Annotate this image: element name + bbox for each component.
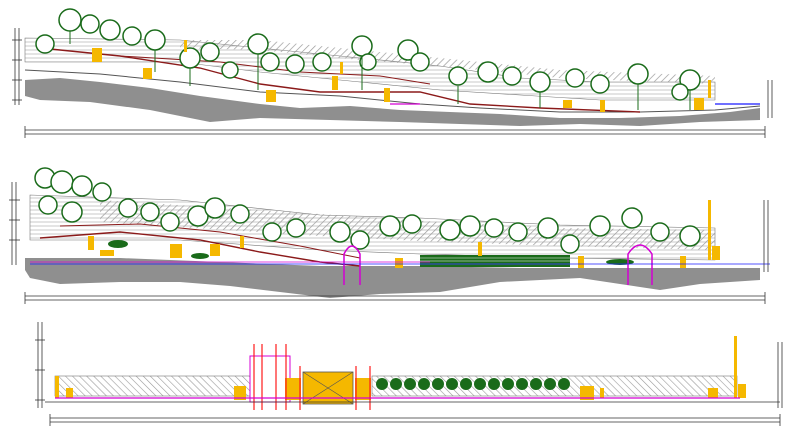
fence-panel-left <box>54 375 251 397</box>
tree-row-1 <box>35 8 701 101</box>
vertical-dimension-left-2 <box>9 182 20 265</box>
walkway-line-2b <box>59 223 361 259</box>
arch-1 <box>343 245 361 285</box>
vertical-dimension-right <box>767 80 773 118</box>
hedge-row <box>376 378 570 390</box>
gate-structure <box>249 355 371 405</box>
elevation-panel-2 <box>9 167 770 304</box>
ground-profile <box>25 78 760 126</box>
walkway-line <box>39 47 641 113</box>
ground-profile-2 <box>25 258 760 298</box>
horizontal-dimension-1 <box>24 126 766 138</box>
elevation-panel-3 <box>35 322 783 426</box>
people-figures-2 <box>88 200 720 268</box>
shrubs-2 <box>108 240 634 265</box>
vertical-dimension-right-2 <box>763 200 769 272</box>
vertical-dimension-left-3 <box>35 322 45 408</box>
horizontal-dimension-3 <box>49 414 781 426</box>
people-figures-1 <box>92 40 711 112</box>
people-figures-3 <box>55 336 746 400</box>
tree-row-2 <box>34 167 701 254</box>
arch-2 <box>627 244 653 285</box>
horizontal-dimension-2 <box>24 292 766 304</box>
tree-trunks-1 <box>69 31 691 110</box>
walkway-line-2 <box>39 231 361 267</box>
elevation-panel-1 <box>12 8 773 138</box>
vertical-dimension-right-3 <box>777 342 783 408</box>
vertical-dimension-left <box>12 28 22 105</box>
gate-poles-red <box>253 344 371 410</box>
